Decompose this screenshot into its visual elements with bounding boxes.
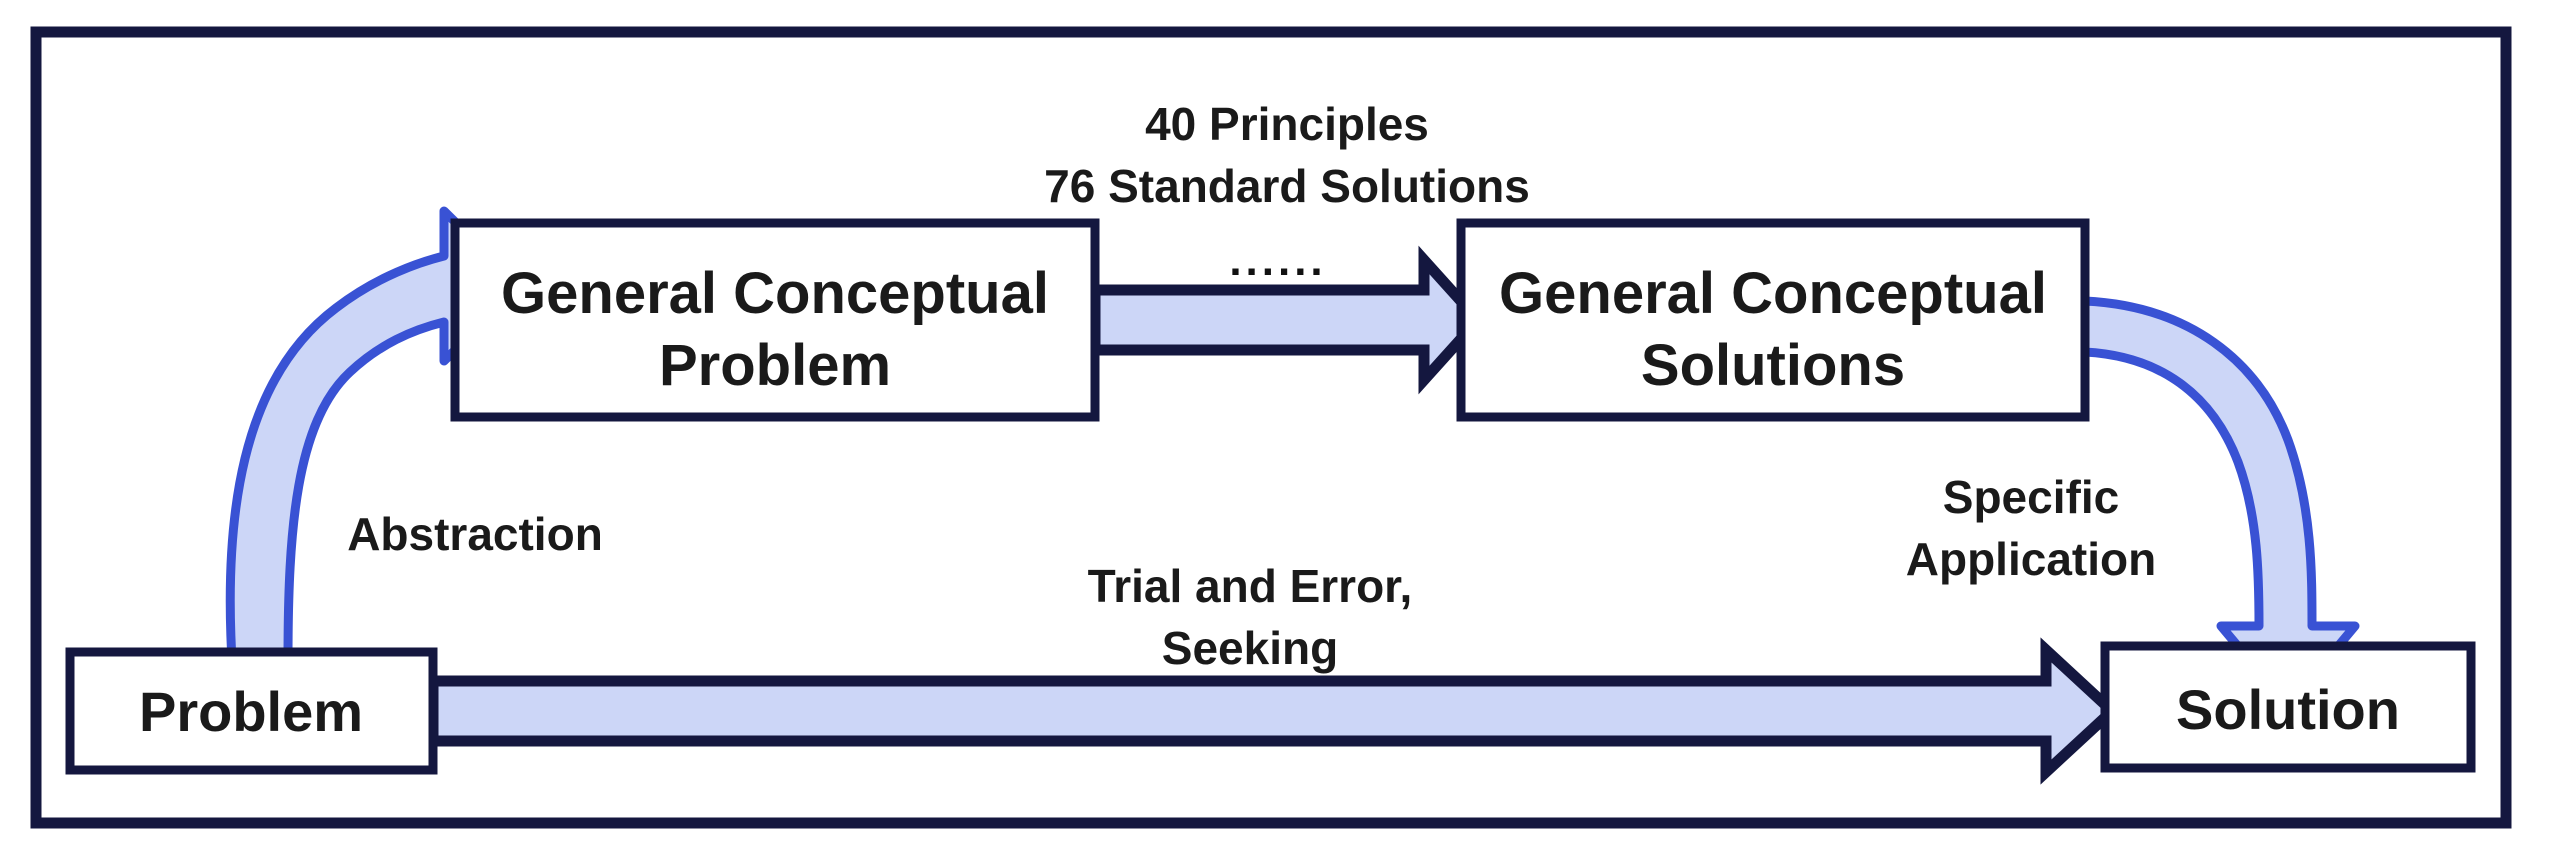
edge-trial-and-error-arrow	[427, 637, 2121, 785]
label-76-standard-solutions: 76 Standard Solutions	[1044, 160, 1530, 212]
edge-general-transform-arrow	[1089, 245, 1486, 395]
node-general-conceptual-solutions[interactable]: General Conceptual Solutions	[1456, 218, 2090, 422]
node-problem-label: Problem	[139, 680, 363, 743]
node-problem[interactable]: Problem	[65, 647, 438, 775]
node-general-conceptual-problem[interactable]: General Conceptual Problem	[450, 218, 1100, 422]
edge-specific-application-arrow	[2080, 296, 2360, 711]
label-application: Application	[1906, 533, 2156, 585]
label-specific: Specific	[1943, 471, 2119, 523]
node-general-conceptual-problem-label-line2: Problem	[659, 333, 891, 398]
node-general-conceptual-solutions-box	[1456, 218, 2090, 422]
label-abstraction: Abstraction	[347, 508, 603, 560]
edge-abstraction-arrow	[225, 206, 525, 665]
node-general-conceptual-problem-label-line1: General Conceptual	[501, 261, 1049, 326]
label-40-principles: 40 Principles	[1145, 98, 1429, 150]
label-trial-and-error: Trial and Error,	[1088, 560, 1413, 612]
node-general-conceptual-solutions-label-line2: Solutions	[1641, 333, 1905, 398]
node-solution-label: Solution	[2176, 678, 2400, 741]
node-solution-box	[2100, 641, 2476, 773]
label-ellipsis: ......	[1229, 236, 1326, 285]
node-problem-box	[65, 647, 438, 775]
node-solution[interactable]: Solution	[2100, 641, 2476, 773]
label-seeking: Seeking	[1162, 622, 1338, 674]
node-general-conceptual-problem-box	[450, 218, 1100, 422]
outer-frame	[30, 26, 2512, 829]
node-general-conceptual-solutions-label-line1: General Conceptual	[1499, 261, 2047, 326]
